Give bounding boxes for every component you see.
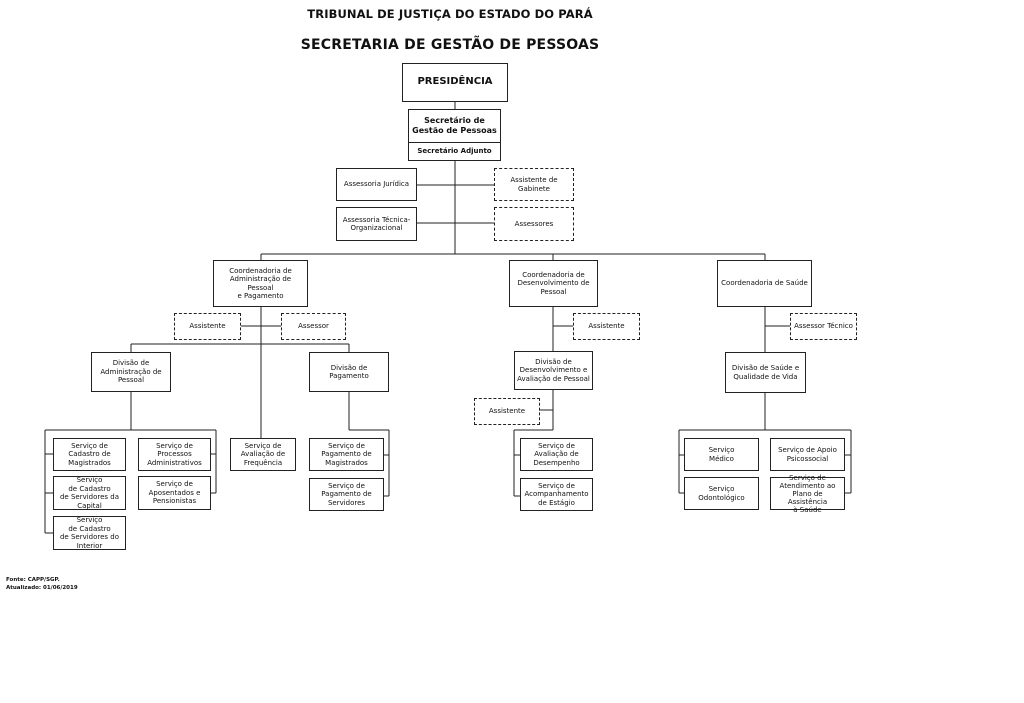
assistente-divisao-desenv-box: Assistente xyxy=(474,398,540,425)
servico-avaliacao-frequencia-box: Serviço de Avaliação de Frequência xyxy=(230,438,296,471)
secretario-adjunto-box: Secretário Adjunto xyxy=(408,142,501,161)
assessores-box: Assessores xyxy=(494,207,574,241)
assessoria-tecnica-box: Assessoria Técnica- Organizacional xyxy=(336,207,417,241)
servico-cadastro-capital-box: Serviço de Cadastro de Servidores da Cap… xyxy=(53,476,126,510)
assessor-tecnico-box: Assessor Técnico xyxy=(790,313,857,340)
servico-aposentados-box: Serviço de Aposentados e Pensionistas xyxy=(138,476,211,510)
secretario-box: Secretário de Gestão de Pessoas xyxy=(408,109,501,143)
assessoria-juridica-box: Assessoria Jurídica xyxy=(336,168,417,201)
servico-processos-box: Serviço de Processos Administrativos xyxy=(138,438,211,471)
servico-cadastro-interior-box: Serviço de Cadastro de Servidores do Int… xyxy=(53,516,126,550)
servico-medico-box: Serviço Médico xyxy=(684,438,759,471)
coordenadoria-administracao-box: Coordenadoria de Administração de Pessoa… xyxy=(213,260,308,307)
servico-pagamento-servidores-box: Serviço de Pagamento de Servidores xyxy=(309,478,384,511)
servico-cadastro-magistrados-box: Serviço de Cadastro de Magistrados xyxy=(53,438,126,471)
servico-pagamento-magistrados-box: Serviço de Pagamento de Magistrados xyxy=(309,438,384,471)
servico-apoio-psicossocial-box: Serviço de Apoio Psicossocial xyxy=(770,438,845,471)
institution-title: TRIBUNAL DE JUSTIÇA DO ESTADO DO PARÁ xyxy=(307,7,593,21)
presidencia-box: PRESIDÊNCIA xyxy=(402,63,508,102)
assessor-admin-box: Assessor xyxy=(281,313,346,340)
servico-avaliacao-desempenho-box: Serviço de Avaliação de Desempenho xyxy=(520,438,593,471)
assistente-gabinete-box: Assistente de Gabinete xyxy=(494,168,574,201)
footer-updated: Atualizado: 01/06/2019 xyxy=(6,585,78,591)
servico-acompanhamento-estagio-box: Serviço de Acompanhamento de Estágio xyxy=(520,478,593,511)
footer-source: Fonte: CAPP/SGP. xyxy=(6,577,60,583)
assistente-admin-box: Assistente xyxy=(174,313,241,340)
assistente-desenv-box: Assistente xyxy=(573,313,640,340)
divisao-desenvolvimento-box: Divisão de Desenvolvimento e Avaliação d… xyxy=(514,351,593,390)
servico-odontologico-box: Serviço Odontológico xyxy=(684,477,759,510)
divisao-administracao-box: Divisão de Administração de Pessoal xyxy=(91,352,171,392)
coordenadoria-desenvolvimento-box: Coordenadoria de Desenvolvimento de Pess… xyxy=(509,260,598,307)
divisao-pagamento-box: Divisão de Pagamento xyxy=(309,352,389,392)
coordenadoria-saude-box: Coordenadoria de Saúde xyxy=(717,260,812,307)
divisao-saude-box: Divisão de Saúde e Qualidade de Vida xyxy=(725,352,806,393)
department-title: SECRETARIA DE GESTÃO DE PESSOAS xyxy=(300,37,600,53)
servico-atendimento-plano-box: Serviço de Atendimento ao Plano de Assis… xyxy=(770,474,845,514)
